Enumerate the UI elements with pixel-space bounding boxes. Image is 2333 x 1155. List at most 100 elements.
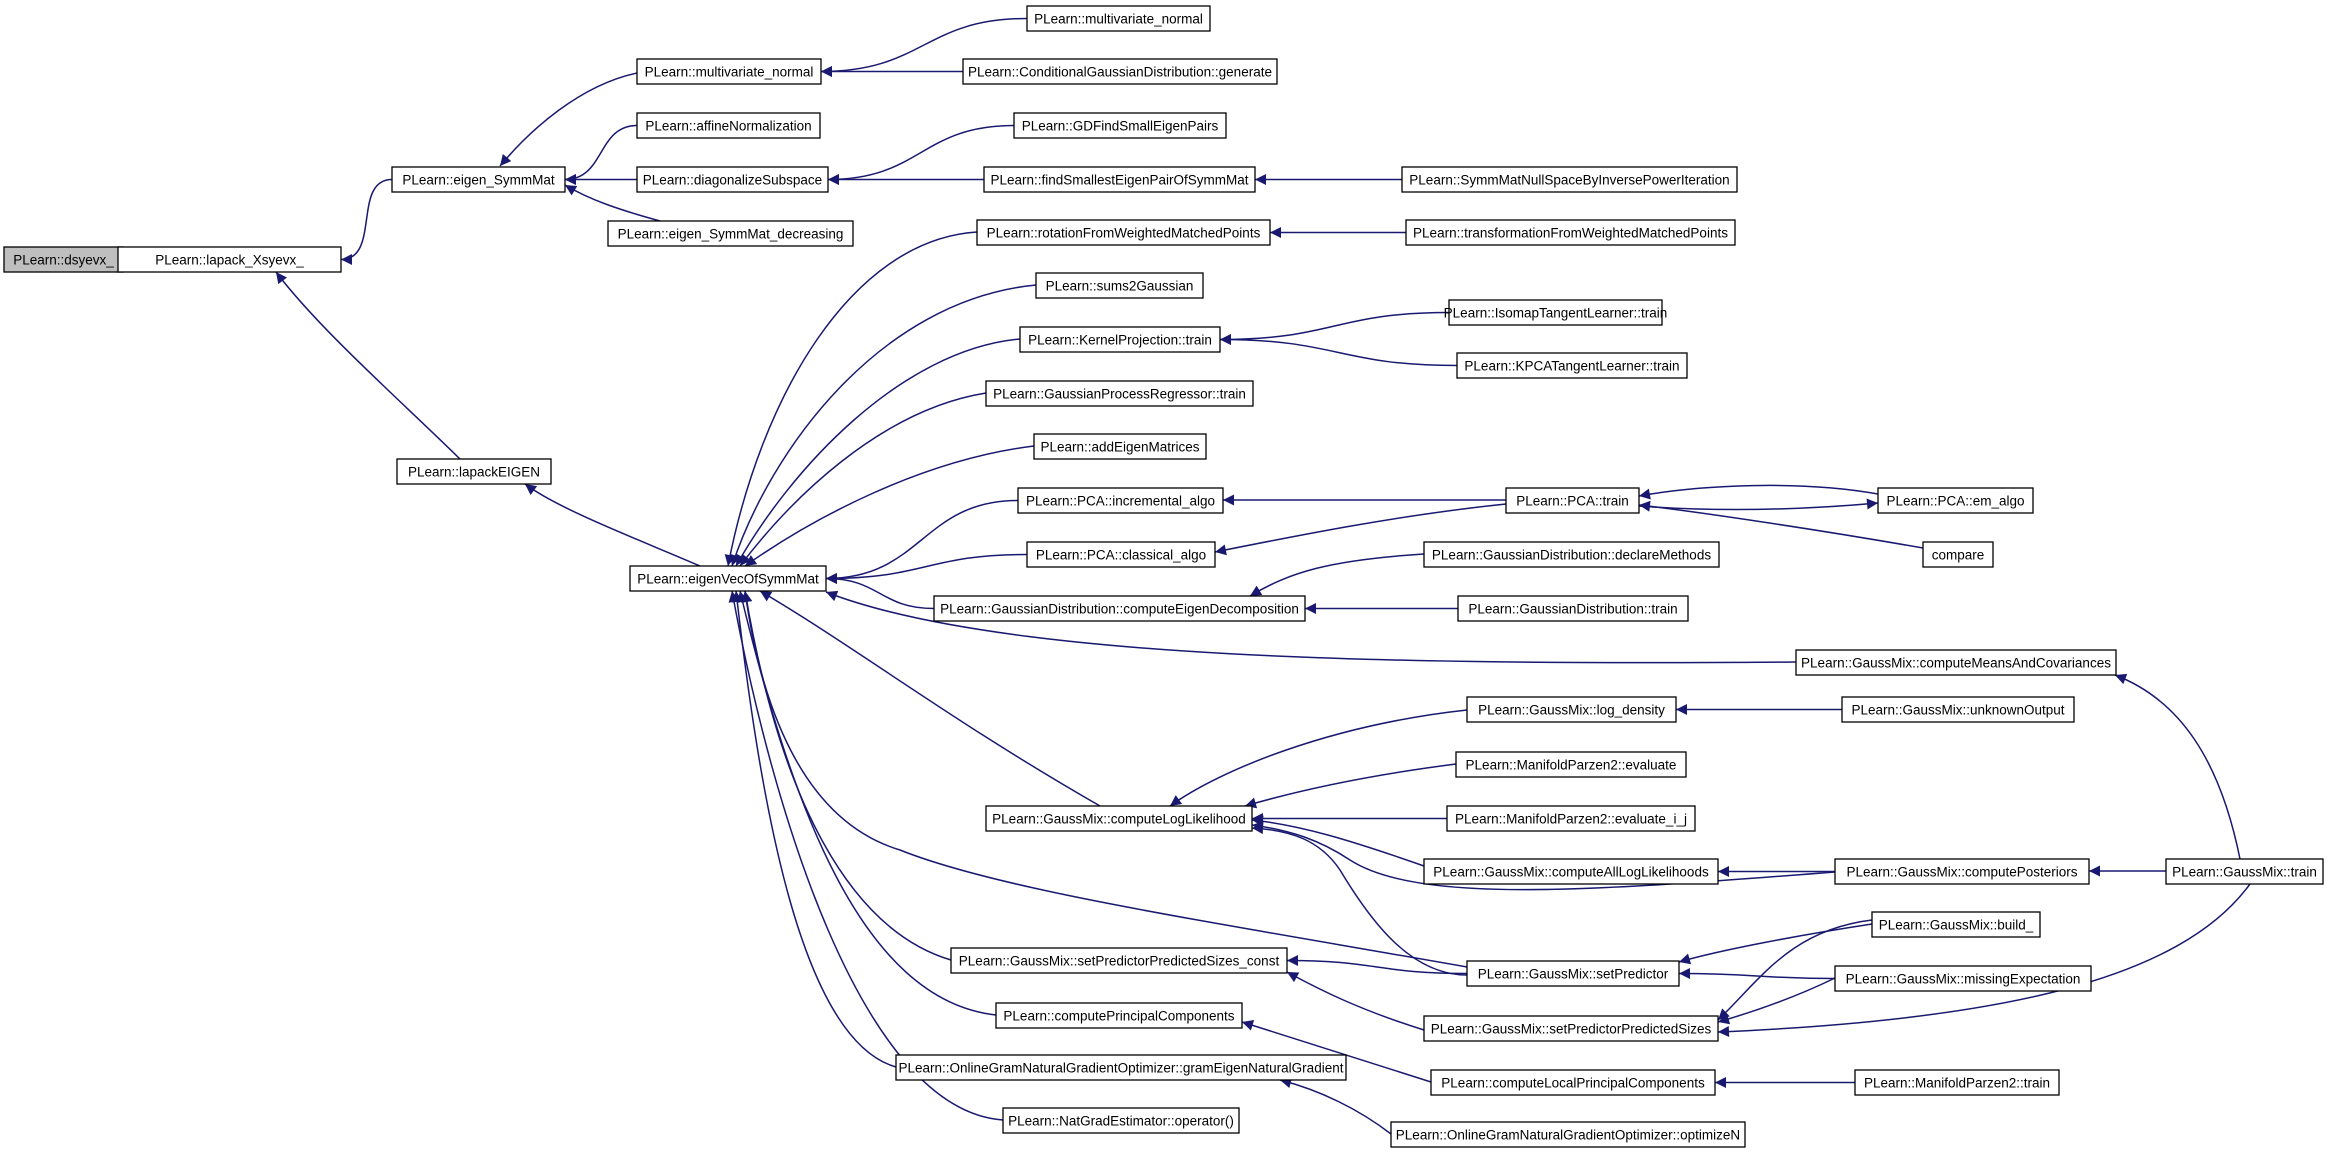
call-edge-n11-to-n2 bbox=[564, 184, 661, 222]
node-label: PLearn::GaussMix::unknownOutput bbox=[1851, 703, 2064, 718]
node-gaussmix-train[interactable]: PLearn::GaussMix::train bbox=[2165, 858, 2324, 885]
node-add-eigen-matrices[interactable]: PLearn::addEigenMatrices bbox=[1033, 433, 1207, 460]
node-eigen-symmmat[interactable]: PLearn::eigen_SymmMat bbox=[391, 166, 566, 193]
node-rotation-from-weighted-matched-points[interactable]: PLearn::rotationFromWeightedMatchedPoint… bbox=[976, 219, 1271, 246]
node-label: PLearn::GaussMix::train bbox=[2172, 865, 2317, 880]
node-label: PLearn::GaussianProcessRegressor::train bbox=[993, 387, 1246, 402]
node-gaussmix-set-predictor[interactable]: PLearn::GaussMix::setPredictor bbox=[1466, 960, 1680, 987]
node-nat-grad-estimator-operator[interactable]: PLearn::NatGradEstimator::operator() bbox=[1002, 1107, 1240, 1134]
node-gaussmix-compute-posteriors[interactable]: PLearn::GaussMix::computePosteriors bbox=[1834, 858, 2090, 885]
node-manifold-parzen2-train[interactable]: PLearn::ManifoldParzen2::train bbox=[1854, 1069, 2060, 1096]
call-edge-n27-to-n13 bbox=[825, 573, 935, 610]
call-edge-n40-to-n32 bbox=[1251, 823, 1468, 976]
node-eigen-vec-of-symmmat[interactable]: PLearn::eigenVecOfSymmMat bbox=[629, 565, 827, 592]
node-label: PLearn::PCA::classical_algo bbox=[1036, 548, 1206, 563]
node-online-gram-optimize-n[interactable]: PLearn::OnlineGramNaturalGradientOptimiz… bbox=[1390, 1121, 1746, 1148]
call-edge-n44-to-n13 bbox=[737, 590, 997, 1016]
node-pca-incremental-algo[interactable]: PLearn::PCA::incremental_algo bbox=[1017, 487, 1224, 514]
call-edge-n12-to-n1 bbox=[275, 271, 461, 460]
node-isomap-tangent-learner-train[interactable]: PLearn::IsomapTangentLearner::train bbox=[1444, 299, 1668, 326]
node-manifold-parzen2-evaluate[interactable]: PLearn::ManifoldParzen2::evaluate bbox=[1455, 751, 1687, 778]
call-edge-n13-to-n12 bbox=[524, 483, 701, 567]
call-edge-n16-to-n13 bbox=[730, 284, 1037, 567]
node-gaussmix-set-predictor-predicted-sizes-const[interactable]: PLearn::GaussMix::setPredictorPredictedS… bbox=[950, 947, 1288, 974]
node-label: PLearn::GaussMix::setPredictor bbox=[1478, 967, 1669, 982]
node-pca-train[interactable]: PLearn::PCA::train bbox=[1505, 487, 1640, 514]
node-gaussmix-build[interactable]: PLearn::GaussMix::build_ bbox=[1871, 911, 2041, 938]
node-pca-classical-algo[interactable]: PLearn::PCA::classical_algo bbox=[1026, 541, 1216, 568]
call-edge-n35-to-n32 bbox=[1244, 763, 1457, 809]
call-edge-n21-to-n13 bbox=[744, 445, 1035, 567]
node-dsyevx[interactable]: PLearn::dsyevx_ bbox=[3, 246, 124, 273]
node-label: PLearn::PCA::incremental_algo bbox=[1026, 494, 1215, 509]
node-kernel-projection-train[interactable]: PLearn::KernelProjection::train bbox=[1019, 326, 1221, 353]
call-edge-n41-to-n40 bbox=[1678, 923, 1873, 965]
node-label: PLearn::ConditionalGaussianDistribution:… bbox=[968, 65, 1272, 80]
call-edge-n17-to-n13 bbox=[735, 338, 1021, 567]
node-lapack-xsyevx[interactable]: PLearn::lapack_Xsyevx_ bbox=[117, 246, 342, 273]
node-find-smallest-eigen-pair[interactable]: PLearn::findSmallestEigenPairOfSymmMat bbox=[983, 166, 1256, 193]
call-edge-n45-to-n44 bbox=[1241, 1020, 1432, 1083]
node-transformation-from-weighted-matched-points[interactable]: PLearn::transformationFromWeightedMatche… bbox=[1405, 219, 1736, 246]
node-manifold-parzen2-evaluate-i-j[interactable]: PLearn::ManifoldParzen2::evaluate_i_j bbox=[1446, 805, 1696, 832]
node-gaussmix-set-predictor-predicted-sizes[interactable]: PLearn::GaussMix::setPredictorPredictedS… bbox=[1423, 1015, 1719, 1042]
call-edge-n3-to-n2 bbox=[499, 72, 638, 167]
node-gaussmix-missing-expectation[interactable]: PLearn::GaussMix::missingExpectation bbox=[1834, 965, 2092, 992]
node-diagonalize-subspace[interactable]: PLearn::diagonalizeSubspace bbox=[636, 166, 829, 193]
call-edge-n40-to-n39 bbox=[1286, 955, 1468, 975]
call-edge-n6-to-n2 bbox=[564, 124, 638, 185]
node-label: PLearn::OnlineGramNaturalGradientOptimiz… bbox=[1396, 1128, 1740, 1143]
node-gaussian-process-regressor-train[interactable]: PLearn::GaussianProcessRegressor::train bbox=[985, 380, 1254, 407]
edge-layer bbox=[106, 17, 2251, 1135]
node-conditional-gaussian-generate[interactable]: PLearn::ConditionalGaussianDistribution:… bbox=[962, 58, 1278, 85]
node-label: PLearn::eigen_SymmMat bbox=[402, 173, 555, 188]
node-gaussmix-compute-log-likelihood[interactable]: PLearn::GaussMix::computeLogLikelihood bbox=[985, 805, 1253, 832]
node-multivariate-normal-3[interactable]: PLearn::multivariate_normal bbox=[1026, 5, 1211, 32]
node-label: PLearn::findSmallestEigenPairOfSymmMat bbox=[990, 173, 1248, 188]
node-gram-eigen-natural-gradient[interactable]: PLearn::OnlineGramNaturalGradientOptimiz… bbox=[895, 1054, 1347, 1081]
call-edge-n26-to-n13 bbox=[825, 553, 1028, 584]
node-label: PLearn::IsomapTangentLearner::train bbox=[1444, 306, 1668, 321]
node-gaussian-distribution-compute-eigen-decomposition[interactable]: PLearn::GaussianDistribution::computeEig… bbox=[933, 595, 1306, 622]
node-compute-principal-components[interactable]: PLearn::computePrincipalComponents bbox=[995, 1002, 1243, 1029]
node-kpca-tangent-learner-train[interactable]: PLearn::KPCATangentLearner::train bbox=[1456, 352, 1688, 379]
node-label: PLearn::OnlineGramNaturalGradientOptimiz… bbox=[899, 1061, 1344, 1076]
node-symmmat-null-space[interactable]: PLearn::SymmMatNullSpaceByInversePowerIt… bbox=[1401, 166, 1738, 193]
node-label: PLearn::GaussMix::missingExpectation bbox=[1846, 972, 2081, 987]
node-label: PLearn::lapackEIGEN bbox=[408, 465, 540, 480]
node-compare[interactable]: compare bbox=[1922, 541, 1994, 568]
call-edge-n24-to-n23 bbox=[1638, 484, 1879, 500]
node-gaussmix-compute-all-log-likelihoods[interactable]: PLearn::GaussMix::computeAllLogLikelihoo… bbox=[1423, 858, 1719, 885]
node-lapack-eigen[interactable]: PLearn::lapackEIGEN bbox=[396, 458, 552, 485]
call-edge-n41-to-n43 bbox=[1717, 919, 1873, 1021]
node-label: PLearn::affineNormalization bbox=[645, 119, 811, 134]
node-label: PLearn::ManifoldParzen2::evaluate_i_j bbox=[1455, 812, 1687, 827]
node-label: PLearn::computePrincipalComponents bbox=[1003, 1009, 1234, 1024]
node-label: PLearn::GaussMix::computeLogLikelihood bbox=[992, 812, 1246, 827]
node-sums2gaussian[interactable]: PLearn::sums2Gaussian bbox=[1035, 272, 1204, 299]
node-gaussmix-compute-means-and-covariances[interactable]: PLearn::GaussMix::computeMeansAndCovaria… bbox=[1795, 649, 2117, 676]
call-edge-n4-to-n3 bbox=[820, 17, 1028, 77]
node-label: PLearn::eigenVecOfSymmMat bbox=[637, 572, 819, 587]
call-edge-n23-to-n24 bbox=[1638, 498, 1879, 511]
call-edge-n31-to-n43 bbox=[1717, 883, 2251, 1038]
node-multivariate-normal-2[interactable]: PLearn::multivariate_normal bbox=[636, 58, 822, 85]
node-compute-local-principal-components[interactable]: PLearn::computeLocalPrincipalComponents bbox=[1430, 1069, 1716, 1096]
call-edge-n49-to-n13 bbox=[728, 590, 1004, 1121]
node-label: PLearn::transformationFromWeightedMatche… bbox=[1413, 226, 1728, 241]
node-label: PLearn::GDFindSmallEigenPairs bbox=[1022, 119, 1219, 134]
node-label: PLearn::GaussMix::computeAllLogLikelihoo… bbox=[1433, 865, 1709, 880]
node-eigen-symmmat-decreasing[interactable]: PLearn::eigen_SymmMat_decreasing bbox=[607, 220, 854, 247]
node-gaussian-distribution-declare-methods[interactable]: PLearn::GaussianDistribution::declareMet… bbox=[1423, 541, 1720, 568]
node-label: PLearn::GaussMix::build_ bbox=[1879, 918, 2034, 933]
call-edge-n33-to-n32 bbox=[1169, 709, 1468, 807]
node-pca-em-algo[interactable]: PLearn::PCA::em_algo bbox=[1877, 487, 2034, 514]
node-label: PLearn::multivariate_normal bbox=[645, 65, 814, 80]
node-gaussmix-unknown-output[interactable]: PLearn::GaussMix::unknownOutput bbox=[1841, 696, 2075, 723]
node-label: PLearn::eigen_SymmMat_decreasing bbox=[618, 227, 844, 242]
node-affine-normalization[interactable]: PLearn::affineNormalization bbox=[636, 112, 821, 139]
node-gaussmix-log-density[interactable]: PLearn::GaussMix::log_density bbox=[1466, 696, 1677, 723]
call-edge-n18-to-n17 bbox=[1219, 311, 1450, 345]
node-gd-find-small-eigen-pairs[interactable]: PLearn::GDFindSmallEigenPairs bbox=[1013, 112, 1227, 139]
node-gaussian-distribution-train[interactable]: PLearn::GaussianDistribution::train bbox=[1457, 595, 1689, 622]
